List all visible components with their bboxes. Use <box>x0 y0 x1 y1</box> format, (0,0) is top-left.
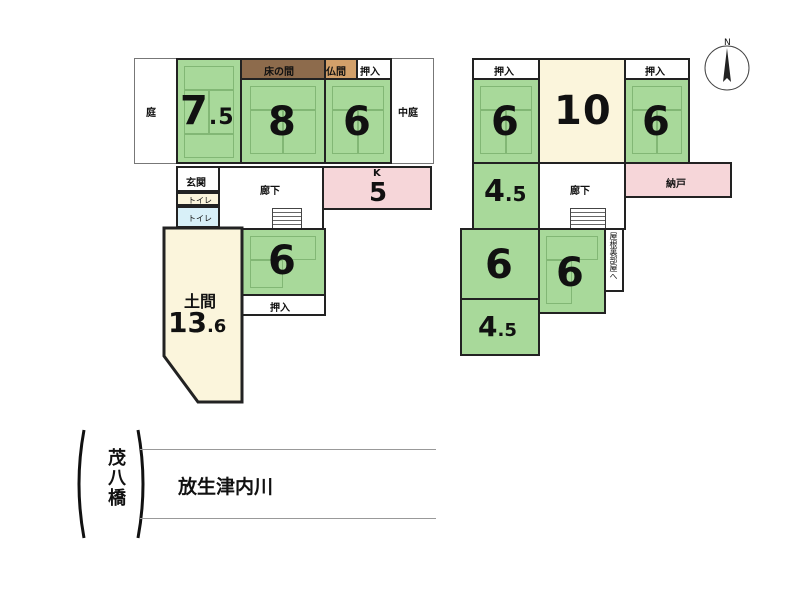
room-6-floor1-b <box>240 228 326 296</box>
attic-access <box>604 228 624 292</box>
genkan-label: 玄関 <box>186 178 206 189</box>
toilet-a-label: トイレ <box>188 196 212 205</box>
room-7-5 <box>176 58 242 164</box>
room-6-floor1-b-size: 6 <box>268 238 297 284</box>
room-4-5-floor2-b-size: 4.5 <box>478 310 517 343</box>
nando <box>624 162 732 198</box>
bridge-label: 茂八橋 <box>105 448 126 508</box>
room-6-floor1-a <box>324 78 392 164</box>
room-6-floor2-c-size: 6 <box>485 242 514 288</box>
garden-label: 庭 <box>146 108 156 119</box>
kitchen-k: K <box>373 168 381 179</box>
room-6-floor2-a-size: 6 <box>491 99 520 145</box>
doma-label: 土間 <box>184 292 217 311</box>
bridge-brackets <box>77 429 145 539</box>
attic-label: 屋根裏部屋へ <box>609 232 618 280</box>
room-4-5-floor2-a <box>472 162 540 230</box>
river-label: 放生津内川 <box>178 476 274 498</box>
oshiire-top-label: 押入 <box>360 67 380 78</box>
room-6-floor2-a <box>472 78 540 164</box>
oshiire-bottom-label: 押入 <box>270 303 290 314</box>
doma <box>162 226 244 404</box>
room-8-size: 8 <box>268 99 297 145</box>
room-6-floor2-d <box>538 228 606 314</box>
room-7-5-size: 7.5 <box>180 88 235 134</box>
kitchen <box>322 166 432 210</box>
toilet-b-label: トイレ <box>188 214 212 223</box>
room-6-floor2-b-size: 6 <box>642 99 671 145</box>
stairs-floor2 <box>570 208 606 230</box>
room-10-size: 10 <box>554 88 612 134</box>
kitchen-size: 5 <box>369 178 388 208</box>
room-4-5-floor2-b <box>460 298 540 356</box>
room-4-5-floor2-a-size: 4.5 <box>484 174 527 209</box>
river-upper-bank <box>140 449 436 450</box>
tokonoma-label: 床の間 <box>264 67 294 78</box>
nando-label: 納戸 <box>666 179 686 190</box>
hallway-floor2-label: 廊下 <box>570 186 590 197</box>
inner-garden-label: 中庭 <box>398 108 418 119</box>
room-6-floor2-b <box>624 78 690 164</box>
room-6-floor1-a-size: 6 <box>343 99 372 145</box>
doma-size: 13.6 <box>168 306 227 339</box>
oshiire-floor2-right-label: 押入 <box>645 67 665 78</box>
butsuma-label: 仏間 <box>326 67 346 78</box>
room-10 <box>538 58 626 164</box>
room-6-floor2-d-size: 6 <box>556 250 585 296</box>
garden <box>134 58 178 164</box>
stairs-floor1 <box>272 208 302 230</box>
hallway-floor1 <box>218 166 324 230</box>
river-lower-bank <box>140 518 436 519</box>
room-8 <box>240 78 326 164</box>
oshiire-floor2-left-label: 押入 <box>494 67 514 78</box>
compass-label: N <box>724 38 731 48</box>
compass-icon <box>704 45 750 91</box>
hallway-floor1-label: 廊下 <box>260 186 280 197</box>
